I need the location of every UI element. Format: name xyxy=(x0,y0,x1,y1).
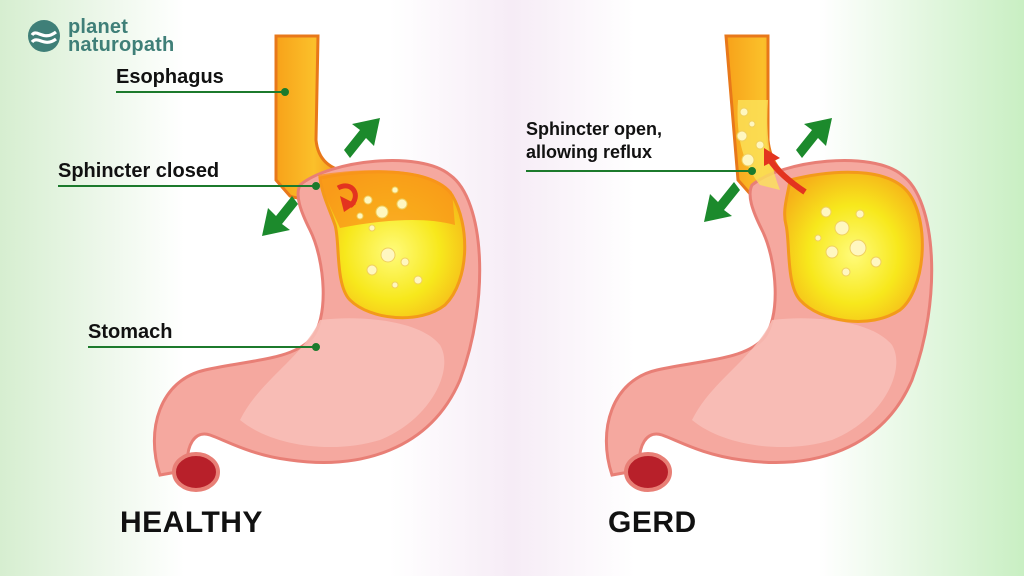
healthy-arrow-upper xyxy=(344,118,380,158)
brand-name: planet naturopath xyxy=(68,16,175,56)
brand-line2: naturopath xyxy=(68,34,175,56)
healthy-stomach xyxy=(58,34,482,492)
healthy-leader-lines xyxy=(58,88,320,351)
sphincter-open-label: Sphincter open, allowing reflux xyxy=(526,118,726,164)
healthy-arrow-lower xyxy=(262,196,298,236)
gerd-duodenum-opening xyxy=(624,452,672,492)
esophagus-label: Esophagus xyxy=(116,66,224,88)
healthy-acid-upper-band xyxy=(318,170,455,228)
brand-line1: planet xyxy=(68,16,129,38)
leaf-wave-logo-icon xyxy=(28,20,60,52)
healthy-bubbles xyxy=(356,186,423,289)
gerd-arrow-lower xyxy=(704,182,740,222)
stomach-label: Stomach xyxy=(88,321,173,343)
gerd-bubbles xyxy=(736,107,882,277)
gerd-stomach xyxy=(526,34,934,492)
sphincter-open-label-line2: allowing reflux xyxy=(526,142,653,162)
gerd-stomach-inner xyxy=(692,318,897,448)
healthy-duodenum-opening xyxy=(172,452,220,492)
gerd-green-arrows xyxy=(704,118,832,222)
gerd-arrow-upper xyxy=(796,118,832,158)
gerd-caption: GERD xyxy=(608,506,697,539)
gerd-leader-lines xyxy=(526,167,756,175)
sphincter-open-label-line1: Sphincter open, xyxy=(526,119,663,139)
brand-logo: planet naturopath xyxy=(26,16,175,56)
healthy-green-arrows xyxy=(262,118,380,236)
healthy-stomach-inner xyxy=(240,318,445,448)
healthy-caption: HEALTHY xyxy=(120,506,263,539)
sphincter-closed-label: Sphincter closed xyxy=(58,160,220,182)
gerd-red-reflux-arrow xyxy=(767,158,807,195)
